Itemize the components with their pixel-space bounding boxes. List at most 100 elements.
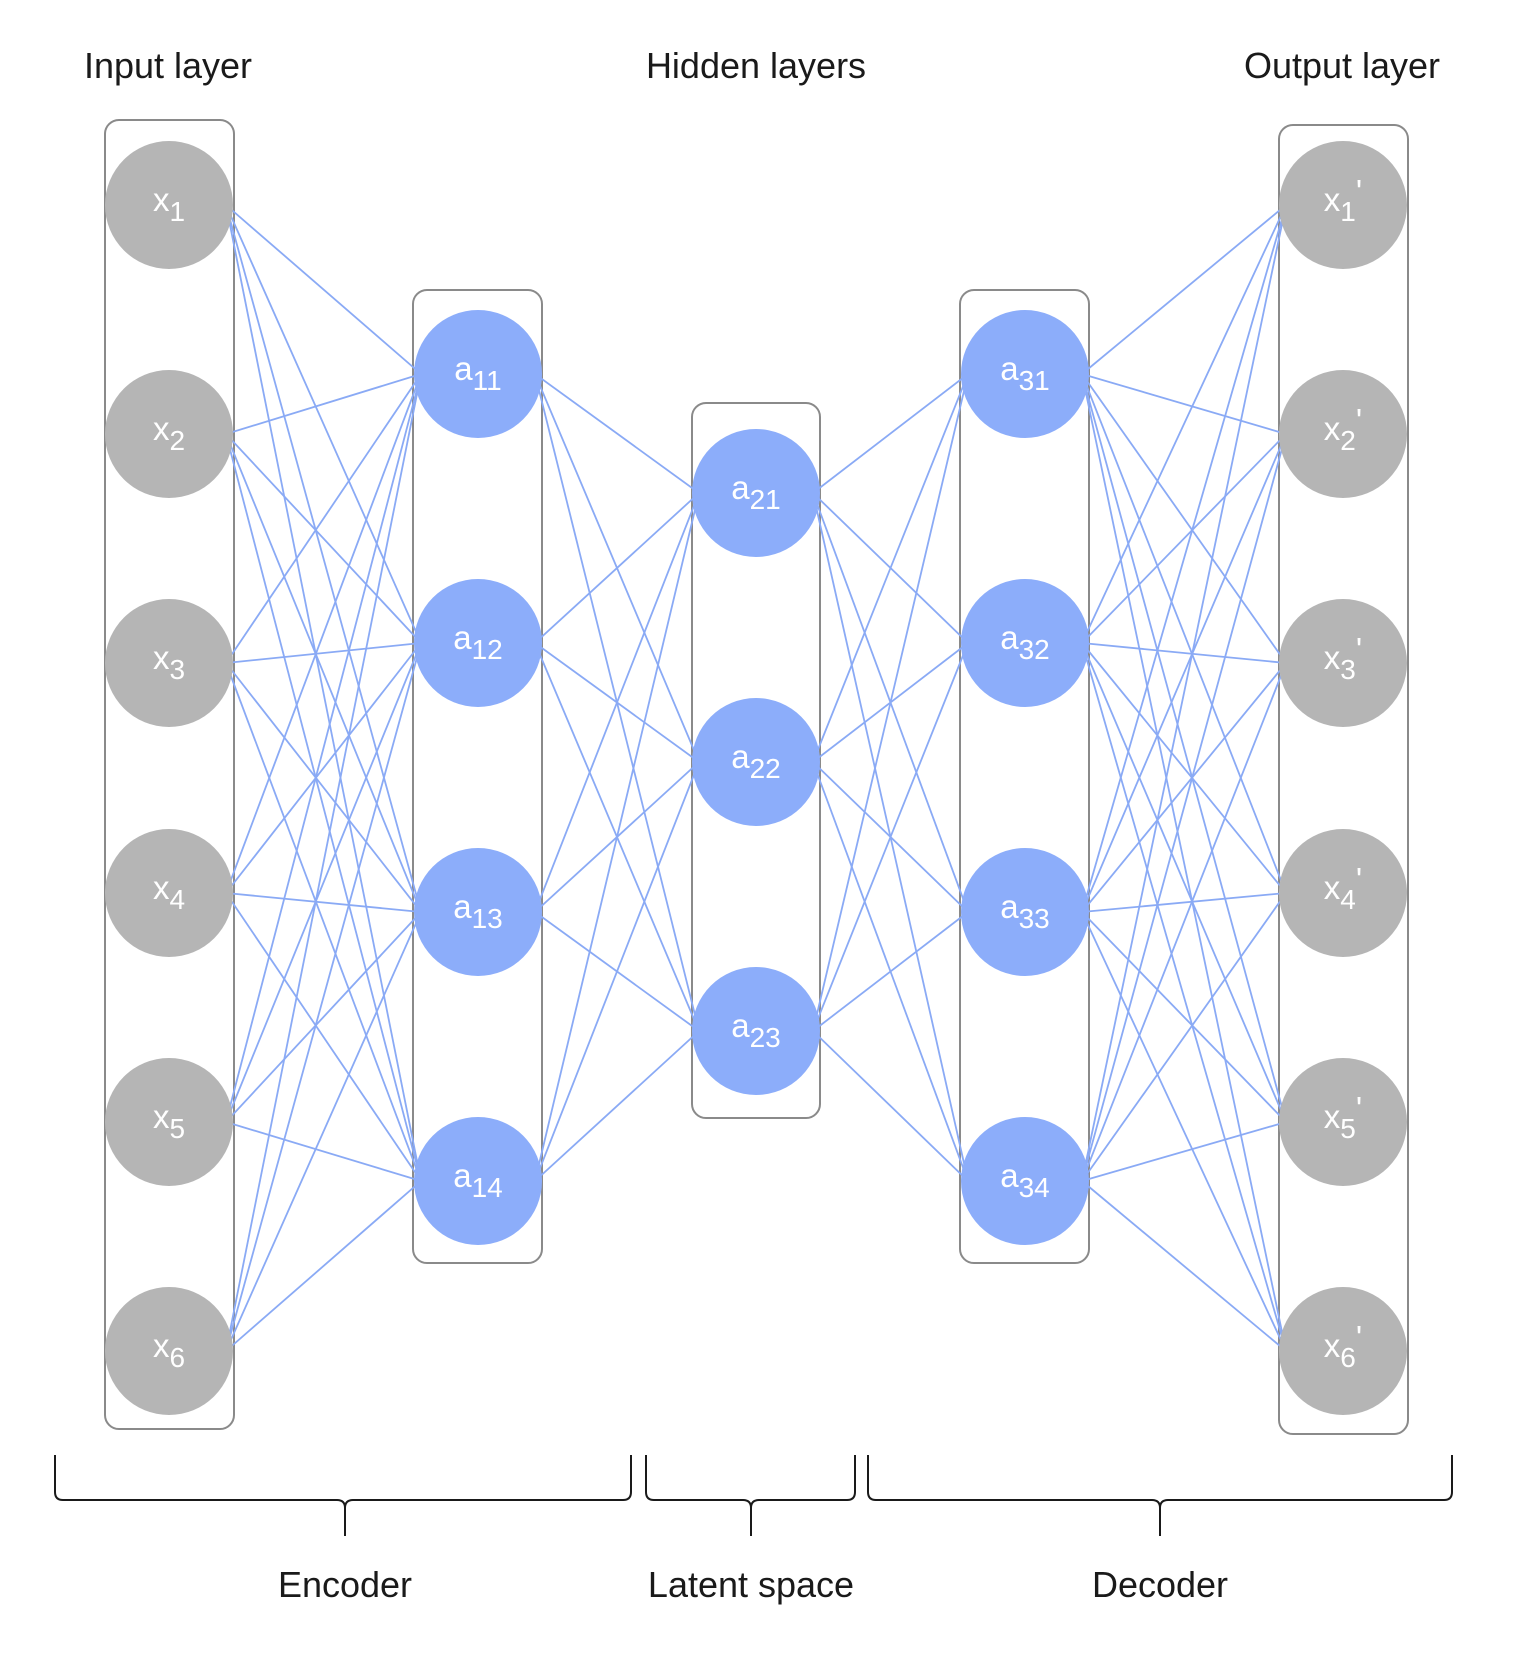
node-label: x6'	[1324, 1319, 1362, 1373]
node-output-1: x1'	[1279, 141, 1407, 269]
edge-hidden1-4-to-hidden2-1	[534, 492, 700, 1182]
node-output-5: x5'	[1279, 1058, 1407, 1186]
edge-hidden1-4-to-hidden2-3	[534, 1030, 700, 1182]
node-circle	[105, 370, 233, 498]
edge-input-4-to-hidden1-2	[225, 642, 422, 894]
node-circle	[105, 829, 233, 957]
node-label: x5'	[1324, 1090, 1362, 1144]
node-circle	[692, 698, 820, 826]
edge-input-2-to-hidden1-4	[225, 433, 422, 1182]
node-label: x6	[153, 1327, 185, 1373]
edge-input-6-to-hidden1-2	[225, 642, 422, 1352]
node-circle	[961, 848, 1089, 976]
edge-hidden3-2-to-output-1	[1081, 204, 1287, 644]
node-output-3: x3'	[1279, 599, 1407, 727]
node-label: x1	[153, 181, 185, 227]
node-hidden2-3: a23	[692, 967, 820, 1095]
edge-input-6-to-hidden1-3	[225, 911, 422, 1352]
node-circle	[1279, 1287, 1407, 1415]
edge-input-6-to-hidden1-4	[225, 1180, 422, 1352]
edge-input-3-to-hidden1-1	[225, 373, 422, 664]
edge-input-2-to-hidden1-1	[225, 373, 422, 435]
edge-hidden3-1-to-output-2	[1081, 373, 1287, 435]
node-label: a31	[1000, 350, 1050, 396]
node-input-1: x1	[105, 141, 233, 269]
node-hidden3-3: a33	[961, 848, 1089, 976]
edge-hidden3-2-to-output-2	[1081, 433, 1287, 644]
node-label: x3'	[1324, 631, 1362, 685]
node-label: x5	[153, 1098, 185, 1144]
node-output-4: x4'	[1279, 829, 1407, 957]
node-circle	[1279, 829, 1407, 957]
node-circle	[105, 1287, 233, 1415]
edge-hidden3-3-to-output-4	[1081, 892, 1287, 913]
edge-hidden3-3-to-output-6	[1081, 911, 1287, 1352]
decoder-brace	[867, 1455, 1453, 1536]
input-layer-heading: Input layer	[84, 45, 252, 86]
edge-hidden2-3-to-hidden3-4	[812, 1030, 969, 1182]
node-hidden1-1: a11	[414, 310, 542, 438]
edge-hidden3-3-to-output-3	[1081, 662, 1287, 913]
node-label: a13	[453, 888, 503, 934]
edge-input-3-to-hidden1-2	[225, 642, 422, 664]
edge-hidden2-2-to-hidden3-1	[812, 373, 969, 763]
node-hidden1-3: a13	[414, 848, 542, 976]
edge-input-4-to-hidden1-4	[225, 892, 422, 1182]
hidden-layers-heading: Hidden layers	[646, 45, 866, 86]
edge-hidden1-4-to-hidden2-2	[534, 761, 700, 1182]
node-label: x2	[153, 410, 185, 456]
node-circle	[105, 599, 233, 727]
edge-input-5-to-hidden1-1	[225, 373, 422, 1123]
node-output-2: x2'	[1279, 370, 1407, 498]
edge-hidden1-1-to-hidden2-1	[534, 373, 700, 494]
node-hidden3-4: a34	[961, 1117, 1089, 1245]
output-layer-heading: Output layer	[1244, 45, 1440, 86]
edge-hidden3-3-to-output-2	[1081, 433, 1287, 913]
connections	[225, 204, 1287, 1352]
output-layer-box	[1278, 124, 1409, 1435]
edge-input-4-to-hidden1-1	[225, 373, 422, 894]
node-label: a34	[1000, 1157, 1050, 1203]
node-label: x1'	[1324, 173, 1362, 227]
edge-hidden3-1-to-output-4	[1081, 373, 1287, 894]
edge-hidden3-3-to-output-5	[1081, 911, 1287, 1123]
node-label: a33	[1000, 888, 1050, 934]
edge-input-1-to-hidden1-4	[225, 204, 422, 1182]
edge-hidden1-3-to-hidden2-1	[534, 492, 700, 913]
edge-hidden3-2-to-output-4	[1081, 642, 1287, 894]
node-circle	[105, 141, 233, 269]
node-input-3: x3	[105, 599, 233, 727]
edge-hidden3-4-to-output-3	[1081, 662, 1287, 1182]
edge-hidden3-4-to-output-5	[1081, 1121, 1287, 1182]
edge-hidden3-1-to-output-6	[1081, 373, 1287, 1352]
node-hidden1-4: a14	[414, 1117, 542, 1245]
edge-input-3-to-hidden1-3	[225, 662, 422, 913]
node-label: x3	[153, 639, 185, 685]
latent-space-label: Latent space	[648, 1564, 854, 1605]
node-label: a32	[1000, 619, 1050, 665]
edge-hidden2-3-to-hidden3-3	[812, 911, 969, 1032]
node-hidden2-2: a22	[692, 698, 820, 826]
edge-hidden3-2-to-output-3	[1081, 642, 1287, 664]
edge-hidden3-1-to-output-5	[1081, 373, 1287, 1123]
edge-input-6-to-hidden1-1	[225, 373, 422, 1352]
node-label: x4	[153, 869, 185, 915]
node-label: a14	[453, 1157, 503, 1203]
node-label: x2'	[1324, 402, 1362, 456]
edge-hidden3-1-to-output-3	[1081, 373, 1287, 664]
hidden-layer-3-box	[959, 289, 1090, 1264]
node-circle	[961, 579, 1089, 707]
node-circle	[414, 310, 542, 438]
encoder-label: Encoder	[278, 1564, 412, 1605]
neurons: x1x2x3x4x5x6a11a12a13a14a21a22a23a31a32a…	[105, 141, 1407, 1415]
node-circle	[961, 310, 1089, 438]
encoder-brace	[54, 1455, 632, 1536]
node-hidden3-2: a32	[961, 579, 1089, 707]
edge-hidden3-2-to-output-6	[1081, 642, 1287, 1352]
node-input-4: x4	[105, 829, 233, 957]
node-circle	[1279, 1058, 1407, 1186]
node-circle	[1279, 599, 1407, 727]
node-hidden3-1: a31	[961, 310, 1089, 438]
node-input-6: x6	[105, 1287, 233, 1415]
